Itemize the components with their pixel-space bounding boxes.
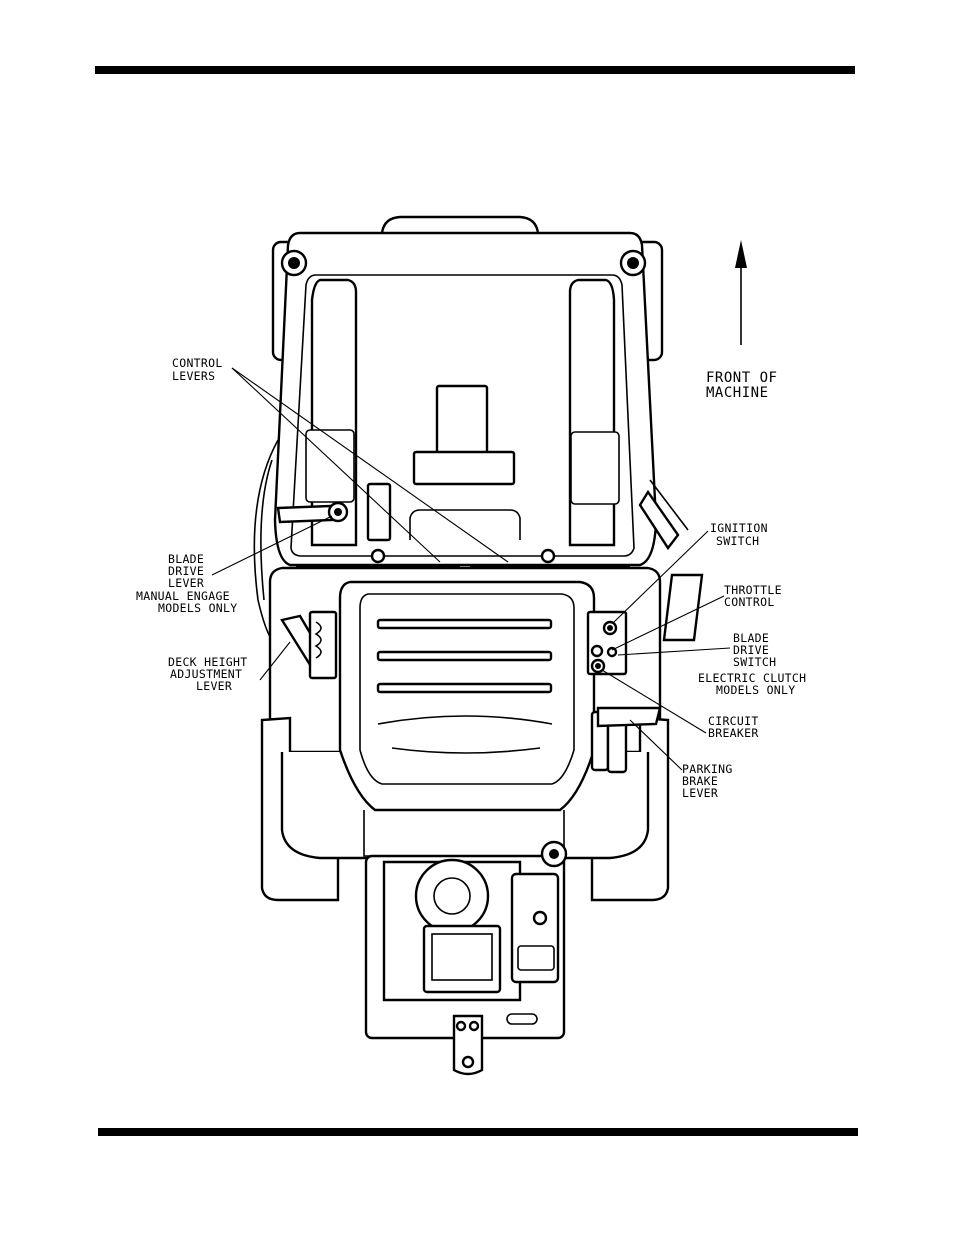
label-ignition-switch: IGNITION SWITCH xyxy=(710,521,768,548)
machine-drawing xyxy=(254,217,702,1074)
label-ignition-switch-line2: SWITCH xyxy=(716,534,759,548)
label-control-levers-line1: CONTROL xyxy=(172,356,223,370)
label-control-levers-line2: LEVERS xyxy=(172,369,215,383)
front-arrow-icon xyxy=(735,240,747,345)
label-manual-engage-line2: MODELS ONLY xyxy=(158,601,237,615)
label-blade-drive-lever-line3: LEVER xyxy=(168,576,204,590)
label-front-of-machine: FRONT OF MACHINE xyxy=(706,370,777,401)
label-deck-height-lever-line3: LEVER xyxy=(196,679,232,693)
label-manual-engage: MANUAL ENGAGE MODELS ONLY xyxy=(136,589,237,615)
label-electric-clutch: ELECTRIC CLUTCH MODELS ONLY xyxy=(698,671,806,697)
label-blade-drive-switch: BLADE DRIVE SWITCH xyxy=(733,631,776,669)
label-control-levers: CONTROL LEVERS xyxy=(172,356,223,383)
label-throttle-control: THROTTLE CONTROL xyxy=(724,583,782,609)
label-blade-drive-lever: BLADE DRIVE LEVER xyxy=(168,552,204,590)
label-blade-drive-switch-line3: SWITCH xyxy=(733,655,776,669)
label-parking-brake-lever: PARKING BRAKE LEVER xyxy=(682,762,733,800)
label-deck-height-lever: DECK HEIGHT ADJUSTMENT LEVER xyxy=(168,655,247,693)
label-throttle-control-line2: CONTROL xyxy=(724,595,775,609)
label-parking-brake-lever-line3: LEVER xyxy=(682,786,718,800)
label-front-of-machine-line2: MACHINE xyxy=(706,385,769,401)
label-front-of-machine-line1: FRONT OF xyxy=(706,370,777,386)
label-circuit-breaker-line2: BREAKER xyxy=(708,726,759,740)
label-electric-clutch-line2: MODELS ONLY xyxy=(716,683,795,697)
label-ignition-switch-line1: IGNITION xyxy=(710,521,768,535)
label-circuit-breaker: CIRCUIT BREAKER xyxy=(708,714,759,740)
